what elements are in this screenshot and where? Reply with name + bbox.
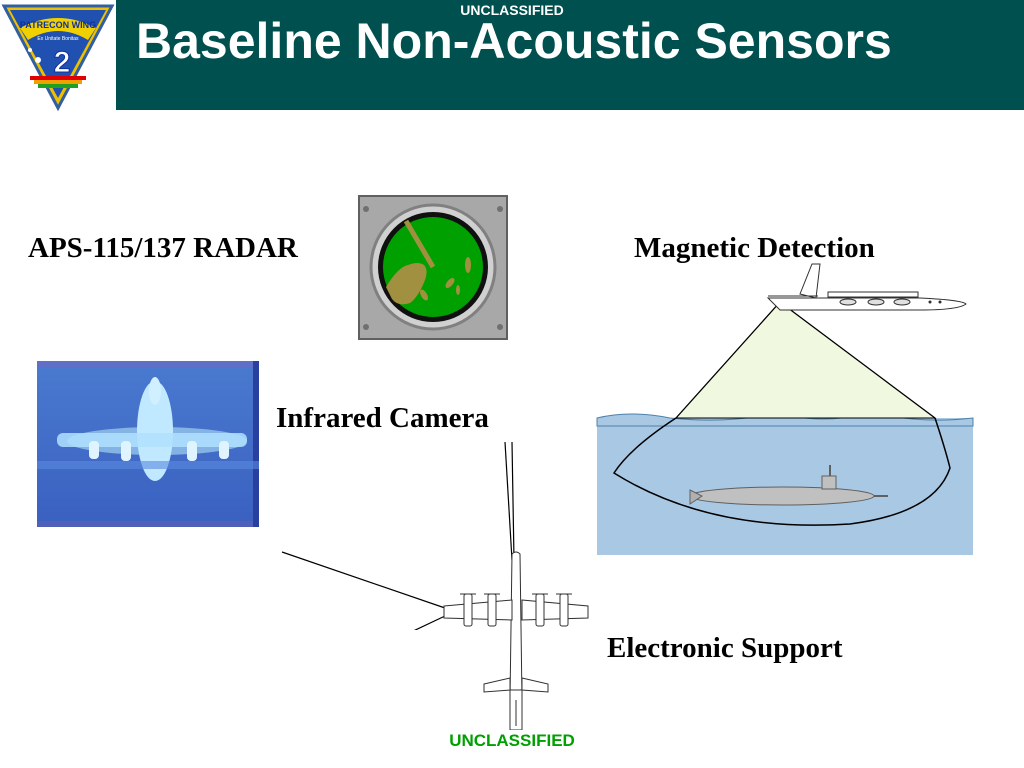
magnetic-label: Magnetic Detection <box>634 232 875 264</box>
radar-label: APS-115/137 RADAR <box>28 232 298 264</box>
patrecon-wing-emblem-icon: PATRECON WING Ex Unitate Bonitas 2 <box>0 0 116 112</box>
electronic-label: Electronic Support <box>607 632 843 664</box>
classification-top: UNCLASSIFIED <box>460 2 564 18</box>
radar-scope-icon <box>358 195 508 340</box>
p3-aircraft-side-icon <box>766 263 967 311</box>
logo-numeral: 2 <box>54 46 71 79</box>
logo-motto: Ex Unitate Bonitas <box>37 36 79 42</box>
p3-aircraft-top-view-body <box>443 551 589 730</box>
title-banner <box>116 0 1024 110</box>
infrared-label: Infrared Camera <box>276 402 489 434</box>
logo-text-top: PATRECON WING <box>20 20 96 30</box>
magnetic-detection-submarine-diagram <box>596 263 974 555</box>
page-title: Baseline Non-Acoustic Sensors <box>136 13 892 69</box>
p3-aircraft-top-view-icon <box>281 441 515 630</box>
infrared-aircraft-image <box>37 361 259 527</box>
classification-bottom: UNCLASSIFIED <box>449 731 575 750</box>
